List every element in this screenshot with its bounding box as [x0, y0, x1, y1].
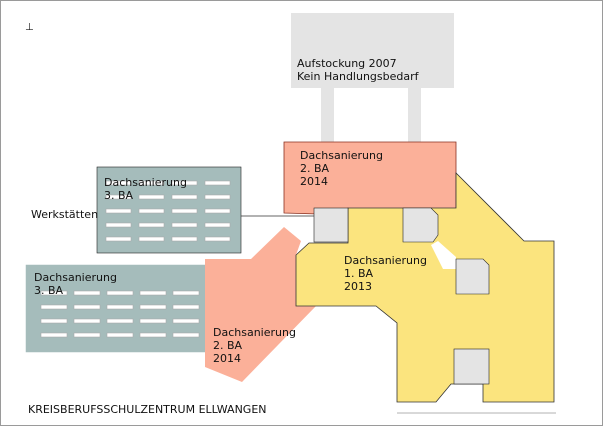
skylight: [172, 290, 200, 296]
label-line: 2. BA: [213, 339, 243, 352]
skylight: [204, 236, 231, 242]
skylight: [73, 290, 101, 296]
label-line: Dachsanierung: [300, 149, 383, 162]
skylight: [105, 194, 132, 200]
skylight: [204, 180, 231, 186]
stair-stem-left: [321, 88, 334, 142]
skylight: [40, 332, 68, 338]
plan-title: KREISBERUFSSCHULZENTRUM ELLWANGEN: [28, 403, 267, 416]
skylight-grid: [40, 180, 231, 338]
label-werkstaetten: Werkstätten: [31, 208, 99, 221]
label-line: Dachsanierung: [34, 271, 117, 284]
label-line: Dachsanierung: [104, 176, 187, 189]
label-line: 2014: [213, 352, 241, 365]
label-3ba-lower: Dachsanierung 3. BA: [34, 271, 117, 297]
label-2ba-upper: Dachsanierung 2. BA 2014: [300, 149, 383, 188]
label-line: 3. BA: [104, 189, 134, 202]
skylight: [106, 332, 134, 338]
skylight: [105, 236, 132, 242]
skylight: [139, 318, 167, 324]
stairwell-1: [313, 207, 349, 243]
label-line: Dachsanierung: [344, 254, 427, 267]
skylight: [138, 236, 165, 242]
skylight: [138, 222, 165, 228]
label-3ba-upper: Dachsanierung 3. BA: [104, 176, 187, 202]
skylight: [171, 222, 198, 228]
roof-2ba-lower: [205, 227, 316, 382]
skylight: [172, 332, 200, 338]
skylight: [138, 180, 165, 186]
skylight: [171, 208, 198, 214]
skylight: [105, 180, 132, 186]
skylight: [106, 304, 134, 310]
skylight: [40, 304, 68, 310]
north-mark: ⊥: [25, 22, 34, 33]
skylight: [73, 332, 101, 338]
skylight: [106, 318, 134, 324]
skylight: [171, 236, 198, 242]
skylight: [105, 208, 132, 214]
skylight: [40, 290, 68, 296]
skylight: [204, 208, 231, 214]
skylight: [73, 318, 101, 324]
label-line: 1. BA: [344, 267, 374, 280]
skylight: [105, 222, 132, 228]
stairwell-4: [453, 348, 490, 385]
label-line: 2013: [344, 280, 372, 293]
label-line: 2014: [300, 175, 328, 188]
skylight: [172, 318, 200, 324]
skylight: [171, 180, 198, 186]
skylight: [40, 318, 68, 324]
roof-1ba: [295, 172, 555, 403]
skylight: [204, 222, 231, 228]
stair-stem-right: [408, 88, 421, 142]
stairwell-3: [455, 258, 490, 295]
label-line: Dachsanierung: [213, 326, 296, 339]
skylight: [172, 304, 200, 310]
label-line: 3. BA: [34, 284, 64, 297]
label-line: Kein Handlungsbedarf: [297, 70, 419, 83]
skylight: [139, 290, 167, 296]
skylight: [138, 194, 165, 200]
building-aufstockung: [291, 13, 454, 88]
label-line: Aufstockung 2007: [297, 57, 397, 70]
skylight: [106, 290, 134, 296]
skylight: [204, 194, 231, 200]
label-line: 2. BA: [300, 162, 330, 175]
skylight: [171, 194, 198, 200]
courtyard-notch: [431, 241, 456, 269]
skylight: [139, 332, 167, 338]
stairwell-2: [402, 207, 439, 243]
label-1ba: Dachsanierung 1. BA 2013: [344, 254, 427, 293]
label-aufstockung: Aufstockung 2007 Kein Handlungsbedarf: [297, 57, 419, 83]
skylight: [73, 304, 101, 310]
skylight: [138, 208, 165, 214]
label-2ba-lower: Dachsanierung 2. BA 2014: [213, 326, 296, 365]
skylight: [139, 304, 167, 310]
